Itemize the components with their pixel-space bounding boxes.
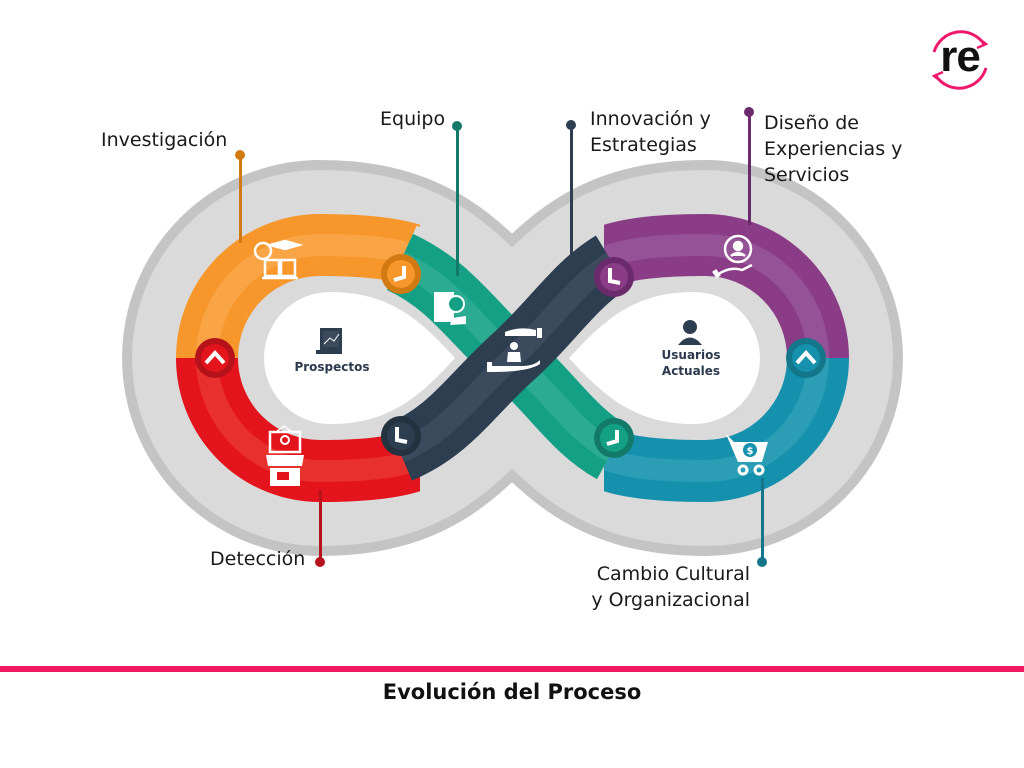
chevron-up-icon xyxy=(795,350,817,365)
strategy-board-icon xyxy=(316,328,342,354)
connector-investigacion xyxy=(239,155,242,243)
stage-label-investigacion: Investigación xyxy=(101,129,228,151)
customer-care-icon xyxy=(712,234,753,279)
hands-person-icon xyxy=(487,328,542,372)
node-right-up[interactable] xyxy=(786,338,826,378)
connector-dot-diseno xyxy=(744,107,754,117)
node-navy[interactable] xyxy=(381,416,421,456)
stage-label-diseno: Diseño de Experiencias y Servicios xyxy=(764,112,903,186)
right-loop-center xyxy=(569,292,760,424)
stage-label-cambio: Cambio Cultural y Organizacional xyxy=(591,563,750,611)
logo-text: re xyxy=(940,32,981,81)
left-loop-center xyxy=(264,292,455,424)
connector-equipo xyxy=(456,126,459,276)
node-orange[interactable] xyxy=(381,254,421,294)
connector-dot-innovacion xyxy=(566,120,576,130)
refresh-arrows-icon xyxy=(931,30,989,90)
connector-deteccion xyxy=(319,490,322,562)
chevron-icon xyxy=(393,266,406,282)
team-review-icon xyxy=(434,292,466,325)
loop-label-prospectos: Prospectos xyxy=(294,360,370,374)
stage-label-innovacion: Innovación y Estrategias xyxy=(590,108,711,156)
node-left-up[interactable] xyxy=(195,338,235,378)
connector-diseno xyxy=(748,113,751,225)
footer-divider xyxy=(0,666,1024,672)
storefront-icon xyxy=(266,425,304,486)
node-purple[interactable] xyxy=(594,257,634,297)
chevron-icon xyxy=(395,427,408,444)
connector-dot-deteccion xyxy=(315,557,325,567)
shopping-cart-icon: $ xyxy=(726,434,768,476)
research-book-icon xyxy=(253,239,304,280)
connector-dot-investigacion xyxy=(235,150,245,160)
chevron-up-icon xyxy=(204,350,226,365)
segment-investigacion xyxy=(176,213,420,358)
node-green[interactable] xyxy=(594,418,634,458)
connector-cambio xyxy=(761,478,764,562)
connector-dot-cambio xyxy=(757,557,767,567)
user-icon xyxy=(678,320,702,345)
connector-innovacion xyxy=(570,126,573,266)
connector-dot-equipo xyxy=(452,121,462,131)
stage-label-deteccion: Detección xyxy=(210,548,306,570)
chevron-icon xyxy=(608,268,621,285)
brand-logo: re xyxy=(922,22,998,98)
stage-label-equipo: Equipo xyxy=(380,108,446,130)
loop-label-usuarios-actuales: Usuarios Actuales xyxy=(661,348,721,378)
svg-text:$: $ xyxy=(747,446,754,457)
segment-cambio xyxy=(604,358,849,503)
chevron-icon xyxy=(606,430,619,446)
diagram-title: Evolución del Proceso xyxy=(382,680,642,704)
